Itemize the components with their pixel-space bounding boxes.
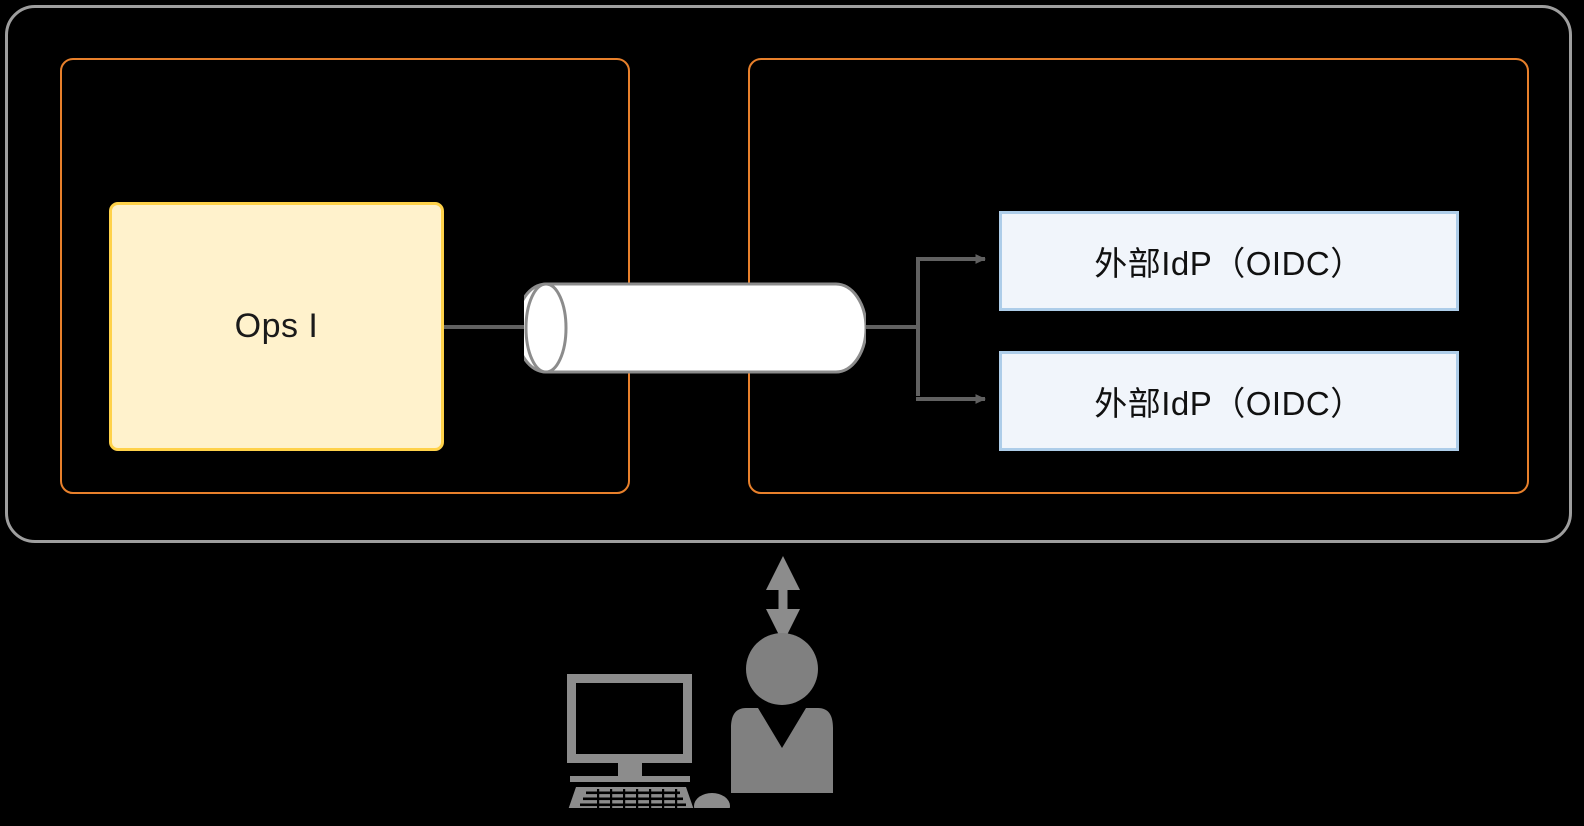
node-ops-label: Ops I (234, 307, 319, 345)
workstation-icon (567, 674, 730, 808)
actor-cluster (567, 633, 833, 808)
person-icon (731, 633, 833, 793)
node-external-idp-1-label: 外部IdP（OIDC） (1094, 245, 1364, 282)
right-zone-boundary (748, 58, 1529, 494)
left-zone-boundary (60, 58, 630, 494)
node-external-idp-2-label: 外部IdP（OIDC） (1094, 385, 1364, 422)
system-boundary (5, 5, 1572, 543)
node-tunnel[interactable] (524, 282, 866, 374)
node-external-idp-2[interactable]: 外部IdP（OIDC） (999, 351, 1459, 451)
node-external-idp-1[interactable]: 外部IdP（OIDC） (999, 211, 1459, 311)
node-ops[interactable]: Ops I (109, 202, 444, 451)
